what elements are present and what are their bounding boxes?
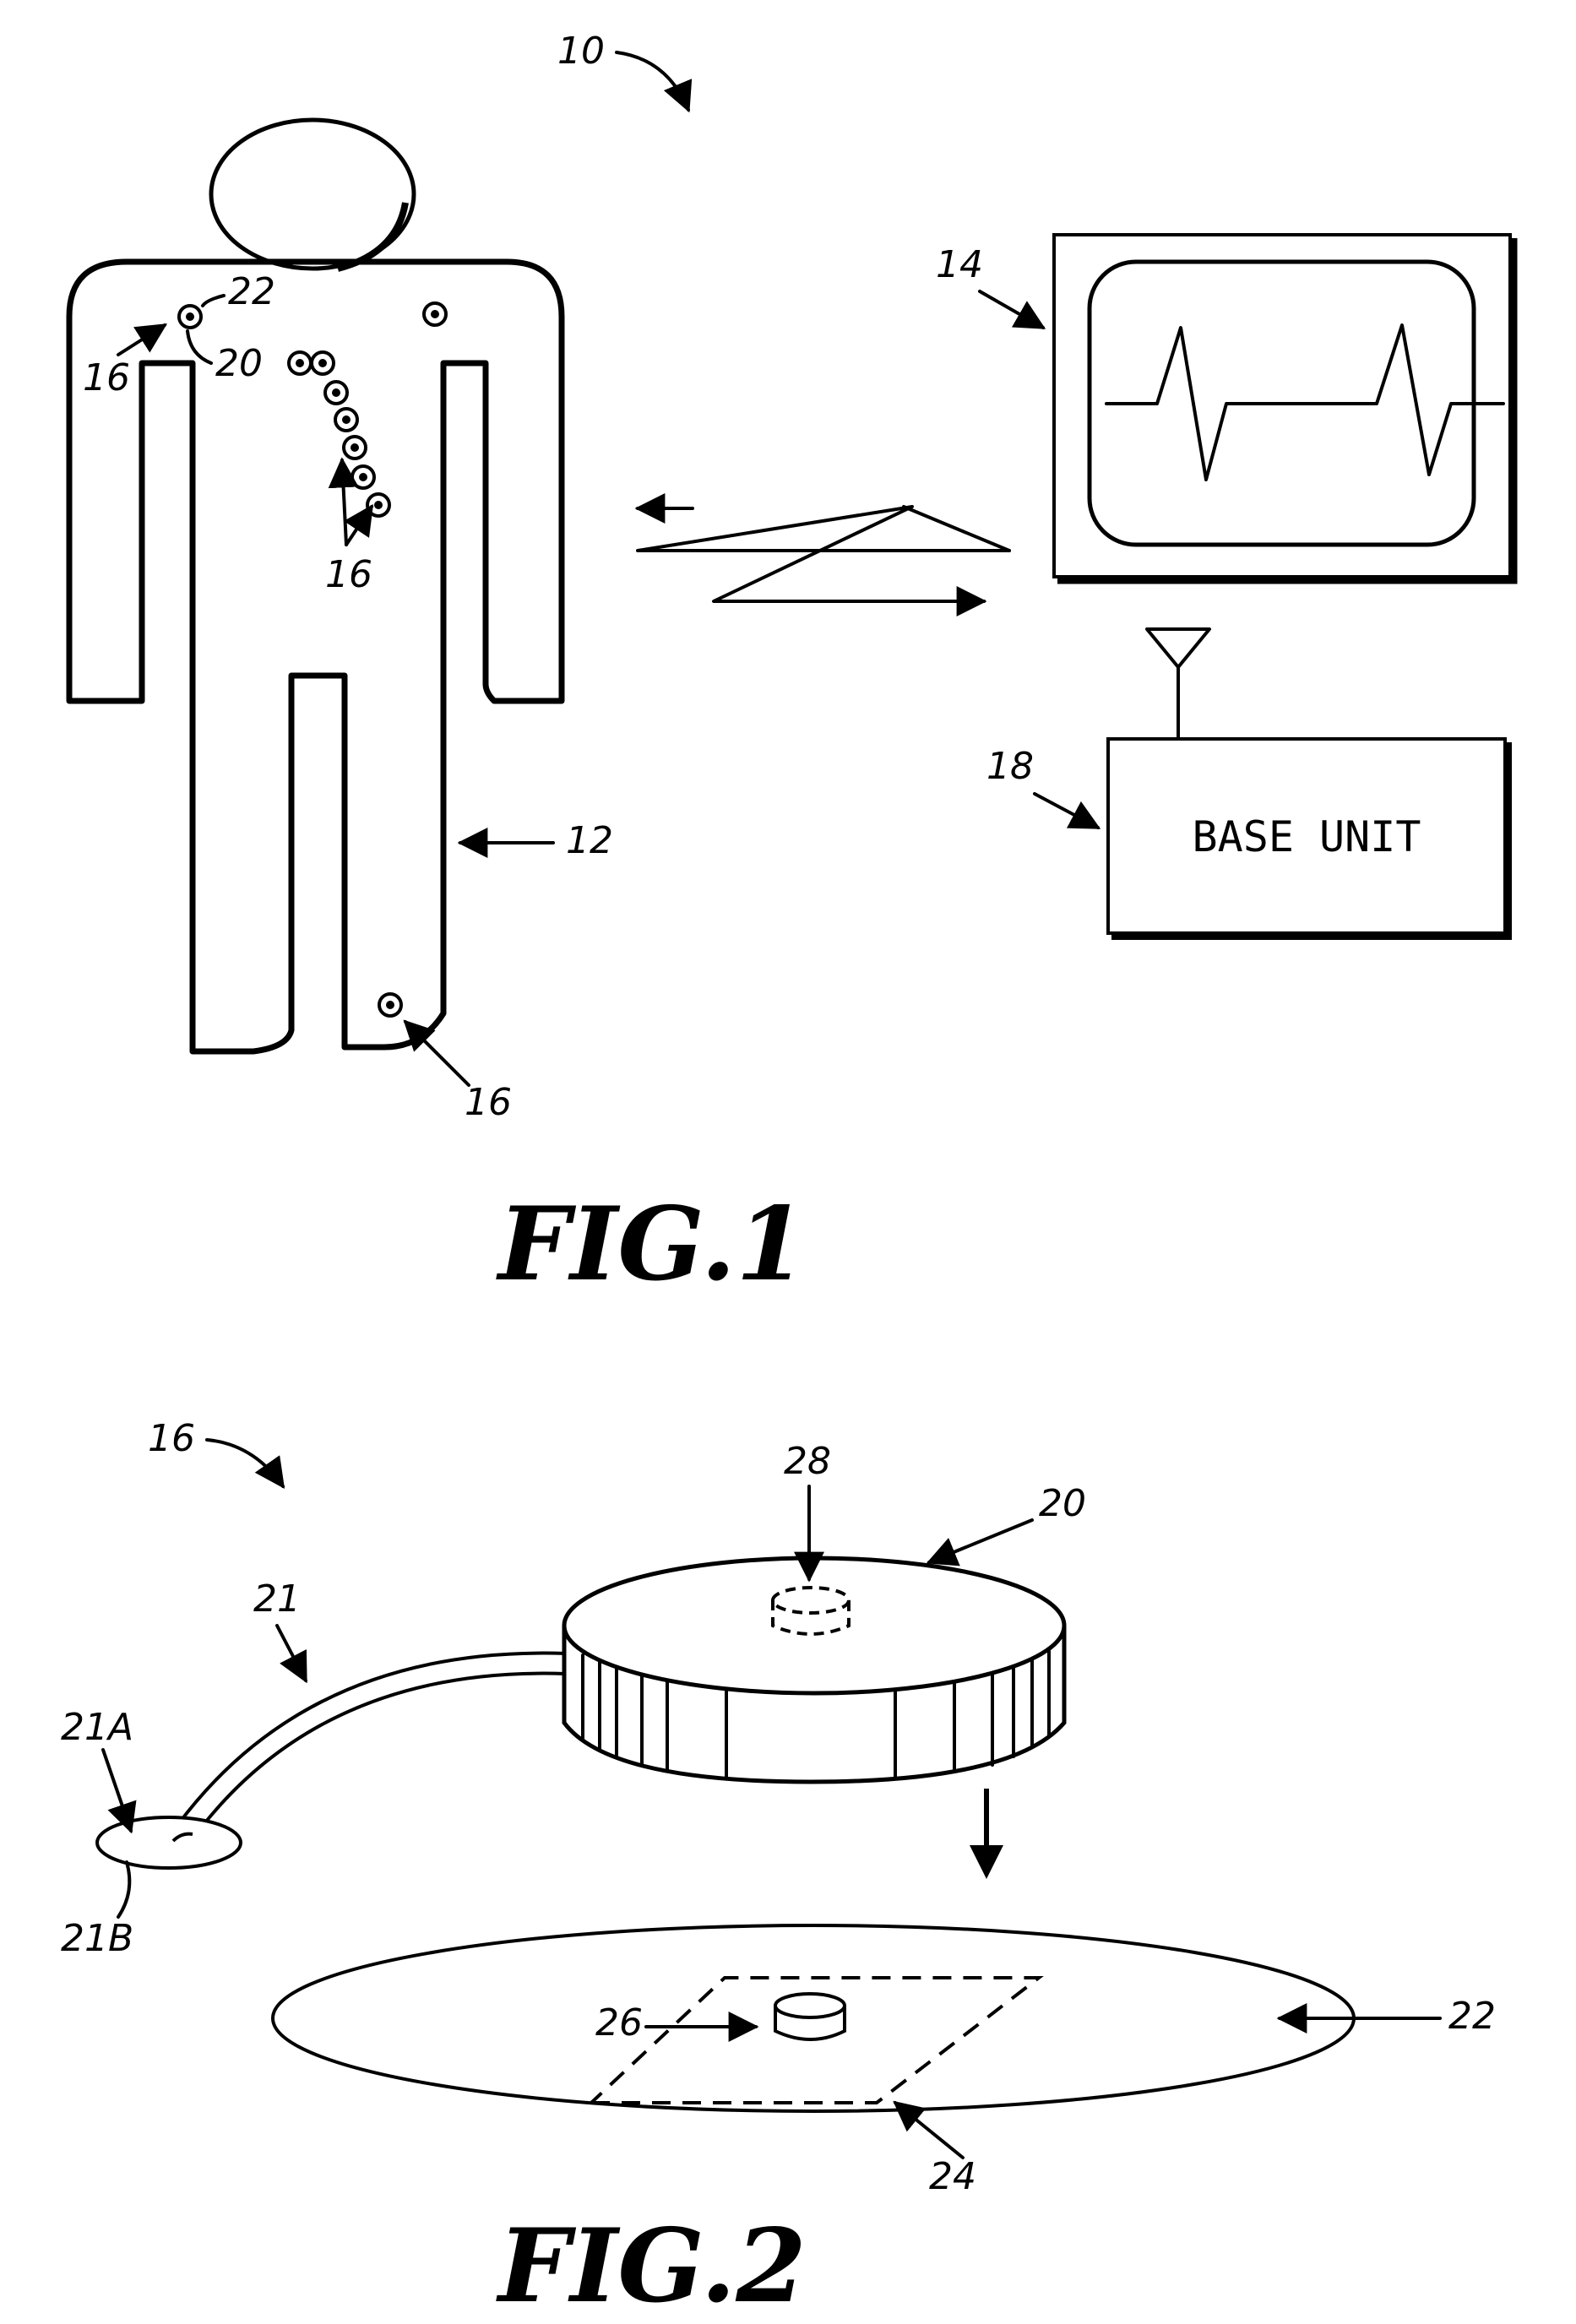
label-20-fig1: 20 <box>215 342 263 385</box>
label-21A: 21A <box>61 1706 133 1749</box>
label-16-fig2: 16 <box>148 1417 195 1460</box>
label-21B: 21B <box>61 1917 133 1960</box>
arrow-10 <box>617 52 688 110</box>
label-24: 24 <box>929 2155 976 2198</box>
arrow-14 <box>980 291 1043 328</box>
fig1: 10 <box>69 30 1514 1304</box>
label-16-chest: 16 <box>325 553 372 596</box>
label-16-leg: 16 <box>465 1081 512 1124</box>
label-22-fig1: 22 <box>228 270 275 313</box>
antenna-icon <box>1147 629 1209 667</box>
contact-disc <box>775 1994 845 2039</box>
sensor-dot <box>386 1001 394 1009</box>
label-14: 14 <box>936 243 983 286</box>
arrow-20-fig2 <box>929 1520 1032 1562</box>
body-outline <box>69 262 562 1051</box>
wireless-zig <box>904 507 1009 551</box>
arrow-16-fig2 <box>207 1440 283 1486</box>
arrow-21A <box>103 1750 131 1831</box>
label-28: 28 <box>784 1440 831 1483</box>
fig1-title: FIG.1 <box>496 1185 807 1304</box>
arrow-16-shoulder <box>118 325 165 355</box>
label-12: 12 <box>566 819 613 862</box>
sensor-dot <box>318 359 327 367</box>
lead-cable-fill <box>182 1664 566 1837</box>
sensor-dot <box>374 501 383 509</box>
arrow-16-chest-a <box>342 460 346 545</box>
lead-end-pad <box>97 1817 241 1868</box>
assembly-arrow-head <box>970 1845 1003 1879</box>
sensor-dot <box>359 473 367 481</box>
sensor-dot <box>431 310 439 318</box>
label-16-shoulder: 16 <box>83 356 130 399</box>
housing-top <box>564 1558 1064 1693</box>
wireless-link <box>638 507 1009 601</box>
body-sensors <box>179 303 446 1016</box>
fig2-title: FIG.2 <box>496 2207 807 2324</box>
label-20-fig2: 20 <box>1039 1482 1086 1525</box>
sensor-dot <box>351 443 359 452</box>
sensor-dot <box>186 312 194 321</box>
sensor-dot <box>296 359 304 367</box>
fig2: 16 21 21A 21B <box>61 1417 1496 2324</box>
leader-20 <box>187 331 211 363</box>
label-18: 18 <box>986 745 1034 788</box>
label-22-fig2: 22 <box>1448 1995 1496 2038</box>
arrow-16-chest-b <box>346 507 372 545</box>
sensor-dot <box>342 415 351 424</box>
base-unit-text: BASE UNIT <box>1193 812 1421 861</box>
label-10: 10 <box>557 30 605 73</box>
arrow-16-leg <box>405 1022 469 1085</box>
arrow-18 <box>1035 794 1098 828</box>
arrow-21 <box>277 1626 306 1681</box>
arrow-24 <box>895 2103 963 2158</box>
sensor-dot <box>332 388 340 397</box>
leader-21B <box>118 1862 129 1917</box>
leader-22 <box>203 296 224 306</box>
label-21: 21 <box>253 1577 301 1621</box>
label-26: 26 <box>595 2001 643 2044</box>
